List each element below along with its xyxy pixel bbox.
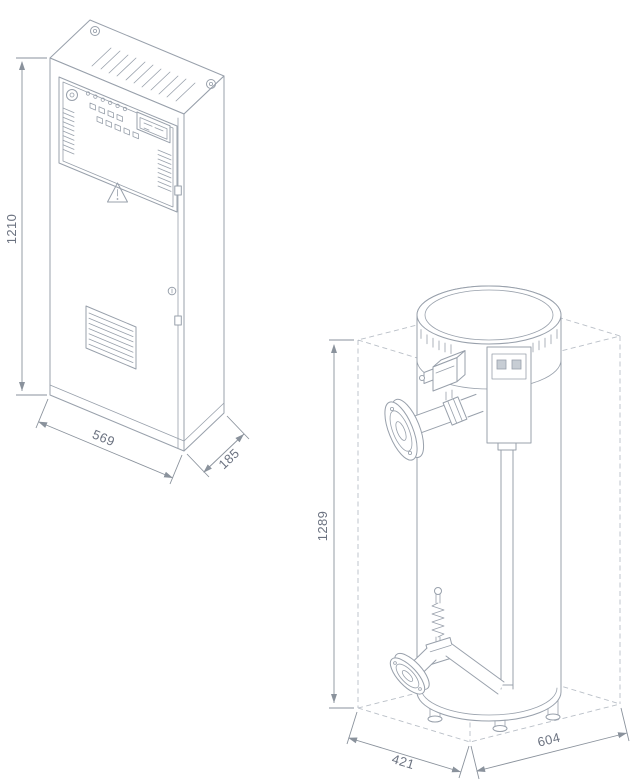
warning-triangle-icon xyxy=(107,182,128,203)
panel-power-button xyxy=(66,89,78,101)
cabinet-vent-grille xyxy=(85,305,137,370)
inlet-flange xyxy=(384,398,425,461)
control-box-display-right xyxy=(511,359,522,370)
cabinet-top-screws xyxy=(90,26,216,89)
vessel-control-box xyxy=(486,346,532,444)
vessel-height-dimension: 1289 xyxy=(315,339,354,709)
vessel-depth-label: 421 xyxy=(390,751,416,772)
drain-valve-assembly xyxy=(389,587,505,695)
cable-gland xyxy=(419,375,425,381)
solenoid-stem xyxy=(445,389,453,401)
vessel-feet xyxy=(427,699,561,732)
vessel-bounding-box xyxy=(356,301,622,743)
cabinet-hinge-bottom xyxy=(174,315,182,326)
cabinet-width-label: 569 xyxy=(90,427,117,450)
cabinet-drawing: 1210 569 185 xyxy=(4,19,250,485)
cabinet-height-label: 1210 xyxy=(4,214,19,245)
valve-stem-cap xyxy=(434,587,442,595)
panel-buttons xyxy=(89,102,139,140)
vessel-lid-ribs-right xyxy=(532,329,558,353)
vessel-lid-ribs-left xyxy=(420,329,452,354)
cabinet-top-vent-slots xyxy=(91,47,196,102)
vessel-height-label: 1289 xyxy=(315,511,330,542)
panel-vent-left xyxy=(62,107,75,155)
solenoid-box xyxy=(419,350,466,392)
vessel-width-label: 604 xyxy=(536,730,562,750)
valve-spring xyxy=(431,602,445,638)
panel-vent-right xyxy=(157,149,172,192)
vessel-element-tube xyxy=(497,442,517,690)
drain-flange xyxy=(389,652,430,695)
cabinet-height-dimension: 1210 xyxy=(4,57,47,396)
inlet-valve-assembly xyxy=(384,350,484,461)
panel-led-row xyxy=(85,91,128,112)
cabinet-hinge-top xyxy=(174,185,182,196)
vessel-depth-dimension: 421 xyxy=(346,711,470,779)
vessel-width-dimension: 604 xyxy=(470,707,630,780)
vessel-bottom-seam xyxy=(420,687,558,716)
cabinet-depth-label: 185 xyxy=(215,445,242,472)
drain-pipe-right xyxy=(445,643,505,695)
cabinet-side-face xyxy=(183,75,225,452)
control-box-display-left xyxy=(496,359,507,370)
cabinet-control-panel xyxy=(58,76,178,213)
vessel-drawing: 1289 421 604 xyxy=(315,285,630,780)
